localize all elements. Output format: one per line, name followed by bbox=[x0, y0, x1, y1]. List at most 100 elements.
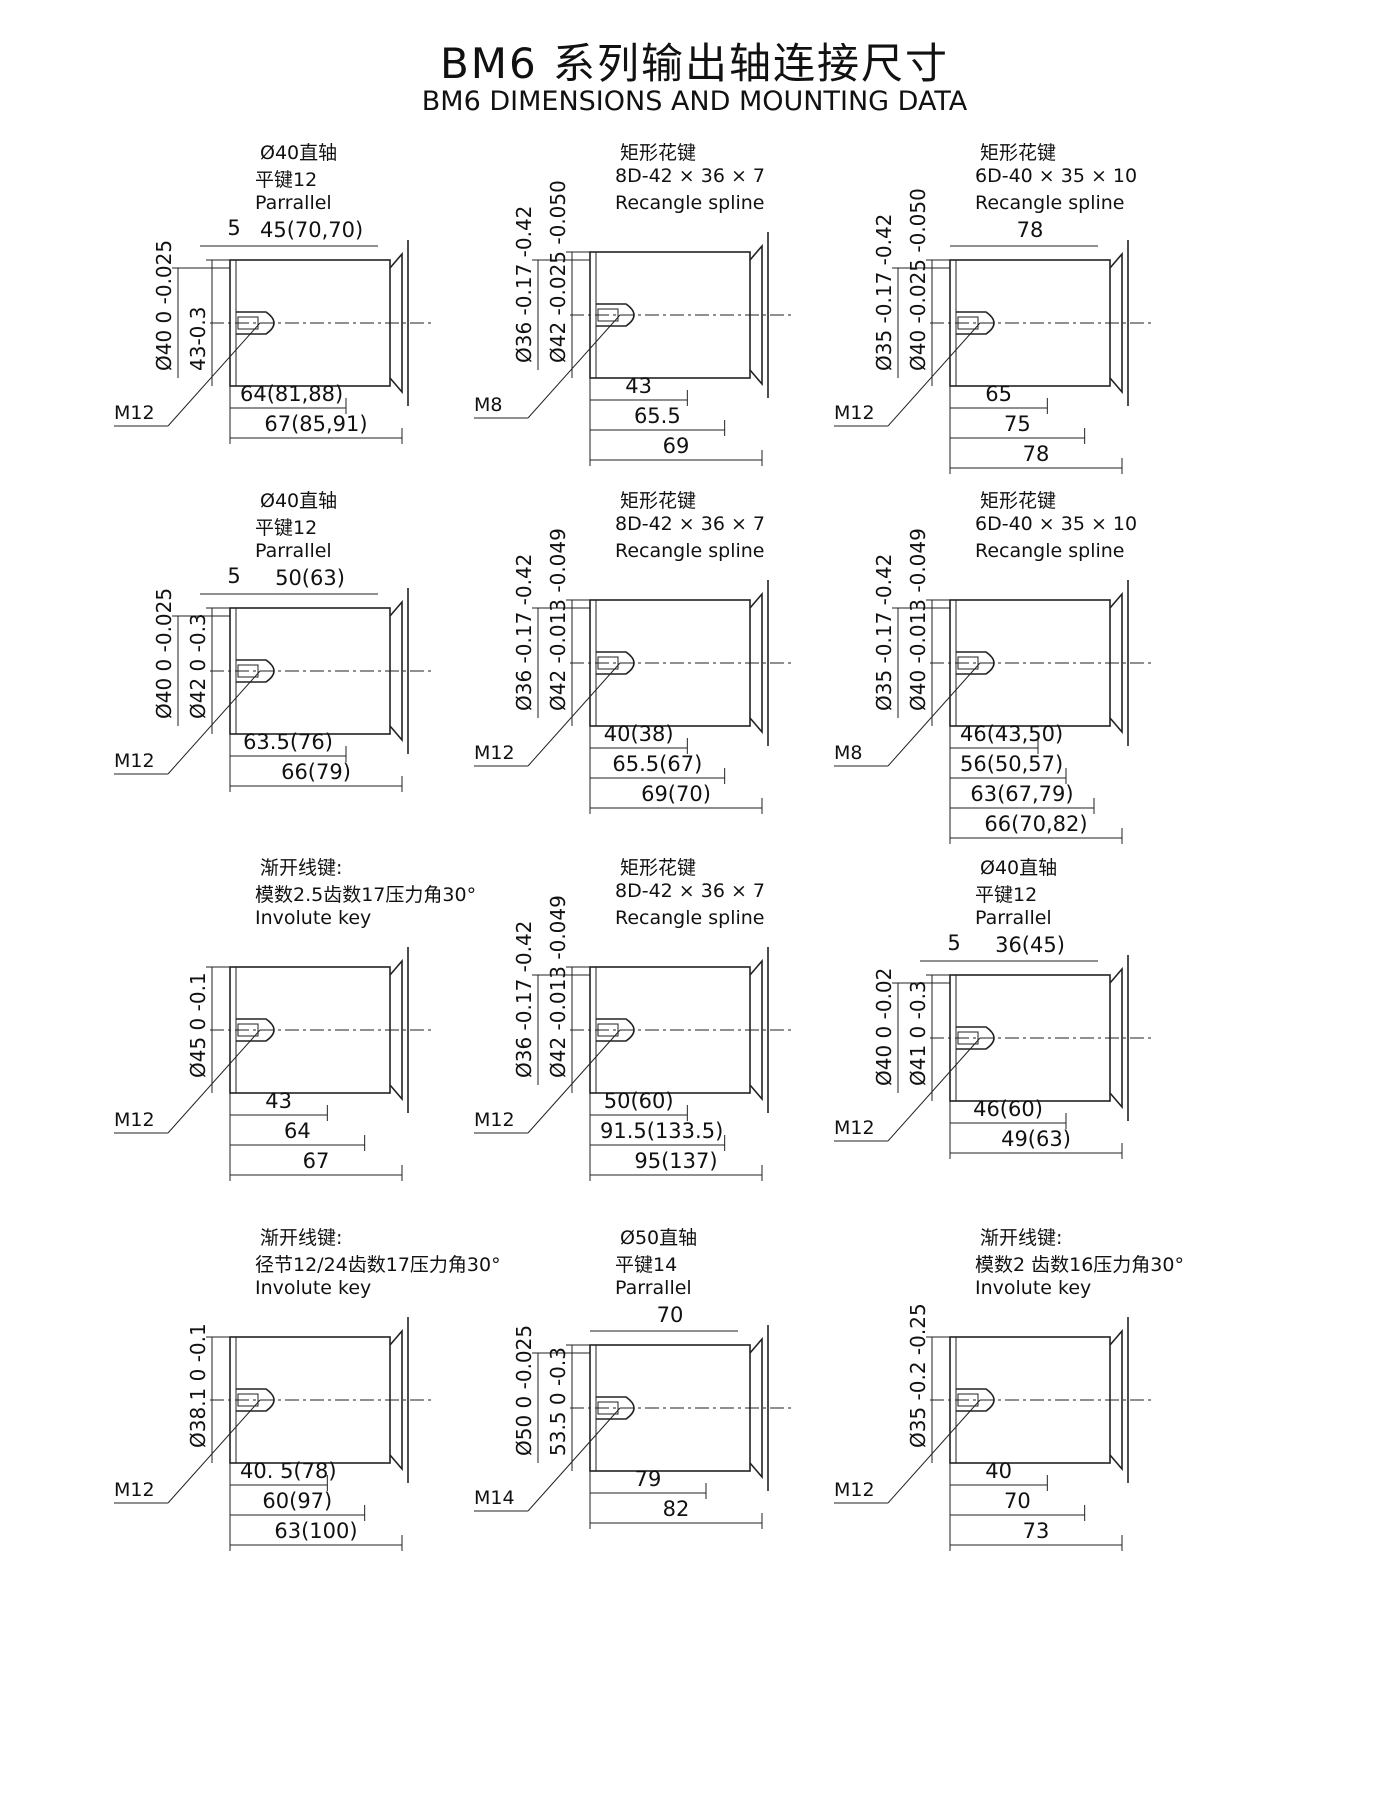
thread-leader bbox=[887, 1037, 981, 1142]
shaft-label-line: 渐开线键: bbox=[980, 1227, 1063, 1249]
thread-leader bbox=[527, 662, 621, 767]
shaft-svg bbox=[474, 580, 792, 814]
bottom-dimension: 43 bbox=[265, 1089, 293, 1113]
thread-label: M12 bbox=[474, 742, 515, 764]
threaded-hole bbox=[596, 1396, 635, 1420]
thread-leader bbox=[527, 1407, 621, 1512]
bottom-dimension: 40 bbox=[985, 1459, 1013, 1483]
shaft-label-line: Ø50直轴 bbox=[620, 1227, 698, 1249]
threaded-hole bbox=[596, 1018, 635, 1042]
shaft-neck bbox=[1109, 966, 1123, 1110]
shaft-neck bbox=[389, 958, 403, 1102]
shaft-neck bbox=[1109, 251, 1123, 395]
shaft-label-line: Parrallel bbox=[615, 1277, 692, 1299]
shaft-svg bbox=[474, 232, 792, 466]
top-dimension: 36(45) bbox=[995, 933, 1065, 957]
diameter-dimension: Ø35 -0.17 -0.42 bbox=[872, 213, 896, 371]
bottom-dimension: 67(85,91) bbox=[264, 412, 368, 436]
bottom-dimension: 60(97) bbox=[262, 1489, 333, 1513]
diameter-dimension: Ø50 0 -0.025 bbox=[512, 1324, 536, 1456]
shaft-svg bbox=[114, 240, 432, 444]
thread-label: M12 bbox=[474, 1109, 515, 1131]
shaft-label-line: Recangle spline bbox=[615, 192, 765, 214]
thread-leader bbox=[887, 1399, 981, 1504]
thread-detail bbox=[237, 1393, 259, 1407]
diameter-dimension: Ø41 0 -0.3 bbox=[906, 980, 930, 1086]
shaft-label-line: 6D-40 × 35 × 10 bbox=[975, 165, 1138, 187]
diameter-dimension: Ø36 -0.17 -0.42 bbox=[512, 920, 536, 1078]
bottom-dimension: 70 bbox=[1003, 1489, 1031, 1513]
thread-detail bbox=[957, 1031, 979, 1045]
small-dimension: 5 bbox=[227, 564, 241, 588]
shaft-neck bbox=[389, 1328, 403, 1472]
diameter-dimension: Ø40 -0.025 -0.050 bbox=[906, 188, 930, 371]
threaded-hole bbox=[236, 1388, 275, 1412]
bottom-dimension: 66(70,82) bbox=[984, 812, 1088, 836]
thread-label: M14 bbox=[474, 1487, 515, 1509]
shaft-label-line: Ø40直轴 bbox=[260, 490, 338, 512]
thread-detail bbox=[237, 1023, 259, 1037]
shaft-label-line: 6D-40 × 35 × 10 bbox=[975, 513, 1138, 535]
shaft-label-line: Recangle spline bbox=[615, 540, 765, 562]
shaft-svg bbox=[834, 955, 1152, 1159]
thread-leader bbox=[887, 322, 981, 427]
bottom-dimension: 46(43,50) bbox=[960, 722, 1064, 746]
thread-label: M8 bbox=[834, 742, 863, 764]
shaft-label-line: Ø40直轴 bbox=[980, 857, 1058, 879]
threaded-hole bbox=[596, 303, 635, 327]
diameter-dimension: Ø40 0 -0.025 bbox=[152, 239, 176, 371]
bottom-dimension: 65.5(67) bbox=[612, 752, 703, 776]
threaded-hole bbox=[236, 659, 275, 683]
diameter-dimension: Ø42 -0.013 -0.049 bbox=[546, 528, 570, 711]
page-title-cn: BM6 系列输出轴连接尺寸 bbox=[439, 39, 950, 88]
shaft-label-line: 平键12 bbox=[975, 884, 1038, 906]
diameter-dimension: Ø42 -0.013 -0.049 bbox=[546, 895, 570, 1078]
thread-leader bbox=[167, 1399, 261, 1504]
diameter-dimension: 43-0.3 bbox=[186, 306, 210, 371]
shaft-label-line: 平键14 bbox=[615, 1254, 678, 1276]
shaft-label-line: Involute key bbox=[975, 1277, 1092, 1299]
shaft-label-line: 8D-42 × 36 × 7 bbox=[615, 513, 766, 535]
thread-detail bbox=[957, 316, 979, 330]
thread-leader bbox=[167, 322, 261, 427]
thread-leader bbox=[167, 670, 261, 775]
diameter-dimension: Ø35 -0.2 -0.25 bbox=[906, 1303, 930, 1448]
shaft-neck bbox=[1109, 1328, 1123, 1472]
shaft-label-line: 8D-42 × 36 × 7 bbox=[615, 165, 766, 187]
thread-detail bbox=[237, 664, 259, 678]
shaft-svg bbox=[834, 240, 1152, 474]
bottom-dimension: 40(38) bbox=[603, 722, 674, 746]
thread-label: M12 bbox=[114, 402, 155, 424]
shaft-label-line: 平键12 bbox=[255, 517, 318, 539]
shaft-label-line: Parrallel bbox=[255, 192, 332, 214]
diameter-dimension: Ø36 -0.17 -0.42 bbox=[512, 205, 536, 363]
threaded-hole bbox=[956, 1388, 995, 1412]
bottom-dimension: 66(79) bbox=[281, 760, 351, 784]
shaft-label-line: 渐开线键: bbox=[260, 857, 343, 879]
thread-leader bbox=[527, 314, 621, 419]
thread-label: M12 bbox=[834, 1479, 875, 1501]
shaft-neck bbox=[389, 251, 403, 395]
thread-label: M8 bbox=[474, 394, 503, 416]
shaft-label-line: 矩形花键 bbox=[620, 857, 697, 879]
diameter-dimension: 53.5 0 -0.3 bbox=[546, 1347, 570, 1456]
shaft-neck bbox=[749, 958, 763, 1102]
thread-detail bbox=[597, 656, 619, 670]
thread-detail bbox=[957, 656, 979, 670]
bottom-dimension: 95(137) bbox=[634, 1149, 718, 1173]
diameter-dimension: Ø40 0 -0.025 bbox=[152, 587, 176, 719]
bottom-dimension: 73 bbox=[1022, 1519, 1050, 1543]
shaft-neck bbox=[749, 591, 763, 735]
diameter-dimension: Ø42 -0.025 -0.050 bbox=[546, 180, 570, 363]
page-title-en: BM6 DIMENSIONS AND MOUNTING DATA bbox=[421, 86, 968, 117]
shaft-label-line: 矩形花键 bbox=[620, 142, 697, 164]
bottom-dimension: 50(60) bbox=[603, 1089, 674, 1113]
shaft-svg bbox=[834, 580, 1152, 844]
